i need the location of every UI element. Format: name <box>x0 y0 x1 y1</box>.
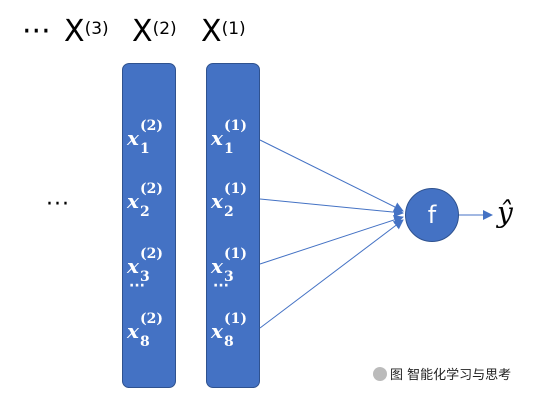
function-node: f <box>405 188 459 242</box>
header-ellipsis: ··· <box>22 14 51 49</box>
var-x2-8: x(2)8 <box>127 311 163 350</box>
var-x1-2: x(1)2 <box>211 181 247 220</box>
output-label: ŷ <box>497 196 513 229</box>
column-x2: x(2)1 x(2)2 x(2)3 ··· x(2)8 <box>122 63 176 388</box>
column-x1-dots: ··· <box>213 278 229 294</box>
watermark: 图 智能化学习与思考 <box>373 364 511 383</box>
arrow-x1-8-to-f <box>259 219 404 329</box>
watermark-text: 图 智能化学习与思考 <box>390 368 512 383</box>
var-x2-1: x(2)1 <box>127 118 163 157</box>
header-label-x3: X(3) <box>64 14 109 49</box>
var-x1-8: x(1)8 <box>211 311 247 350</box>
header-label-x1: X(1) <box>201 14 246 49</box>
arrow-x1-1-to-f <box>259 139 404 212</box>
header-label-x2: X(2) <box>132 14 177 49</box>
left-ellipsis: ··· <box>46 192 70 217</box>
arrow-x1-3-to-f <box>259 215 404 265</box>
var-x1-1: x(1)1 <box>211 118 247 157</box>
watermark-logo-icon <box>373 366 387 381</box>
var-x2-2: x(2)2 <box>127 181 163 220</box>
var-x2-3: x(2)3 <box>127 246 163 285</box>
column-x1: x(1)1 x(1)2 x(1)3 ··· x(1)8 <box>206 63 260 388</box>
var-x1-3: x(1)3 <box>211 246 247 285</box>
column-x2-dots: ··· <box>129 278 145 294</box>
arrow-x1-2-to-f <box>259 198 404 218</box>
